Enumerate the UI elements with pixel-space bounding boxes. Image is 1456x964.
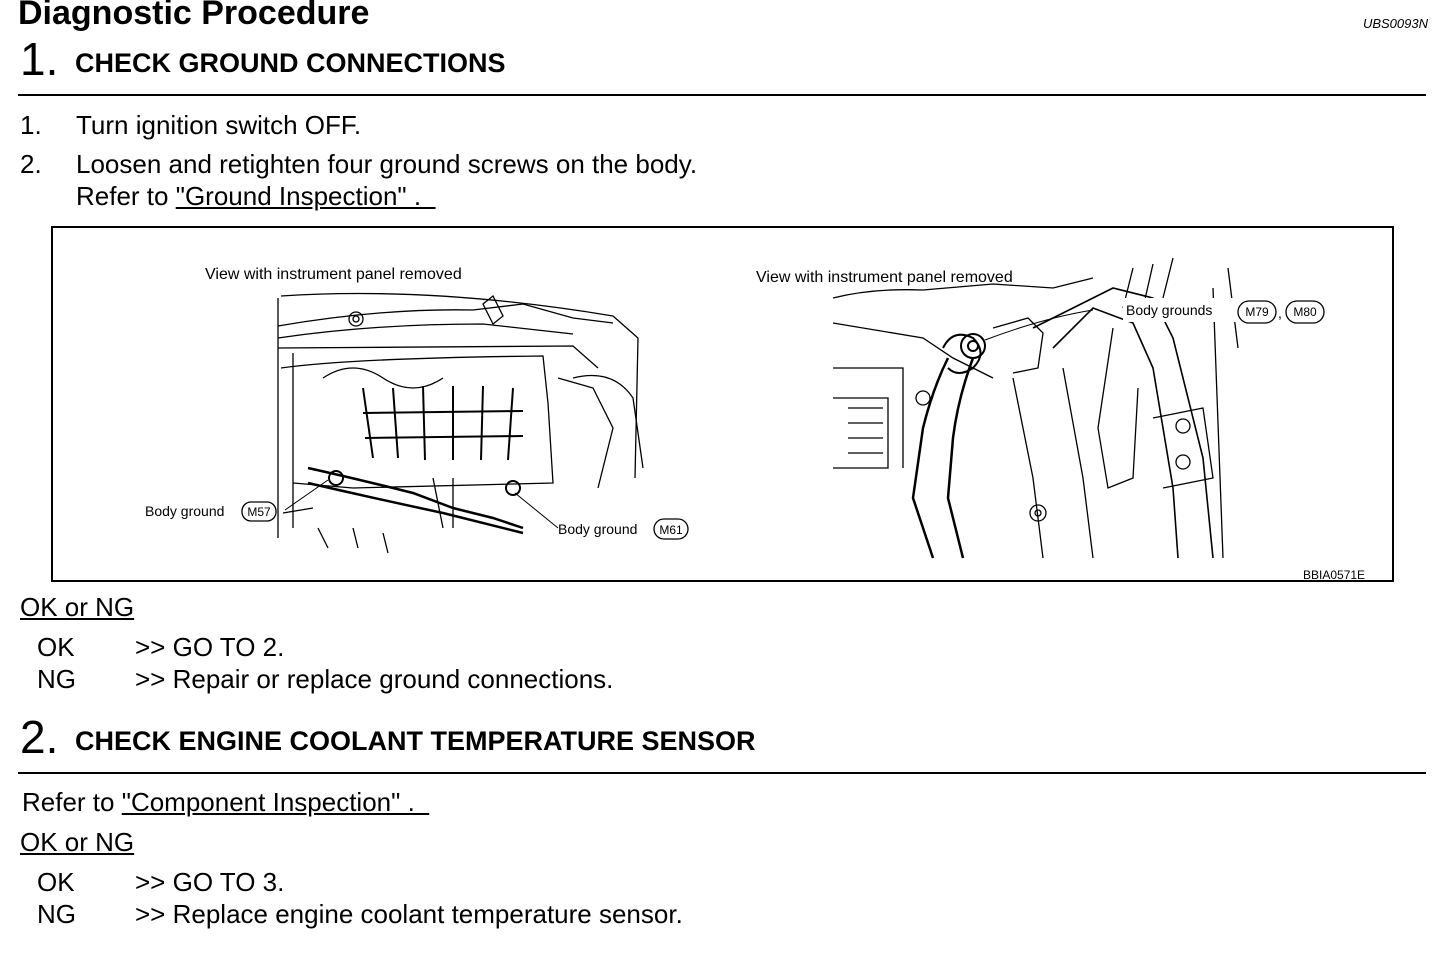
component-inspection-link[interactable]: "Component Inspection" . bbox=[121, 787, 430, 817]
step-2-ok-code: OK bbox=[37, 867, 75, 897]
step-1-title: CHECK GROUND CONNECTIONS bbox=[75, 48, 506, 78]
step-2-number: 2. bbox=[20, 711, 59, 763]
refer-prefix: Refer to bbox=[22, 787, 122, 817]
step-1-number: 1. bbox=[20, 33, 59, 85]
step-2-result-heading: OK or NG bbox=[20, 827, 135, 857]
step-1-item-2-number: 2. bbox=[20, 149, 42, 179]
page-title: Diagnostic Procedure bbox=[18, 0, 370, 32]
ground-location-illustration: View with instrument panel removed View … bbox=[145, 257, 1365, 582]
m57-connector-label: M57 bbox=[247, 505, 271, 519]
step-2-ng-action: >> Replace engine coolant temperature se… bbox=[135, 899, 683, 929]
left-ground-b-label: Body ground bbox=[558, 521, 637, 537]
m57-connector-badge bbox=[241, 501, 277, 522]
step-2-divider bbox=[18, 772, 1426, 774]
m61-connector-badge bbox=[653, 518, 689, 540]
step-1-refer: Refer to "Ground Inspection" . bbox=[76, 181, 436, 212]
step-1-item-2-text: Loosen and retighten four ground screws … bbox=[76, 149, 698, 179]
left-ground-a-label: Body ground bbox=[145, 503, 224, 519]
left-dash-outline bbox=[280, 292, 639, 479]
step-1-ng-code: NG bbox=[37, 664, 76, 694]
step-1-ok-action: >> GO TO 2. bbox=[135, 632, 285, 662]
step-2-ok-action: >> GO TO 3. bbox=[135, 867, 285, 897]
step-2-ng-code: NG bbox=[37, 899, 76, 929]
right-view-caption: View with instrument panel removed bbox=[756, 269, 1013, 286]
refer-prefix: Refer to bbox=[76, 181, 176, 211]
left-ground-b-leader bbox=[514, 492, 559, 529]
step-2-title: CHECK ENGINE COOLANT TEMPERATURE SENSOR bbox=[75, 726, 756, 756]
ground-location-figure: View with instrument panel removed View … bbox=[51, 226, 1394, 582]
connector-separator: , bbox=[1278, 305, 1282, 321]
figure-code: BBIA0571E bbox=[1303, 568, 1365, 582]
step-1-result-heading: OK or NG bbox=[20, 592, 135, 622]
m79-connector-label: M79 bbox=[1245, 305, 1269, 319]
step-1-item-1-number: 1. bbox=[20, 110, 42, 140]
m80-connector-label: M80 bbox=[1293, 305, 1317, 319]
m79-connector-badge bbox=[1237, 300, 1277, 324]
document-id: UBS0093N bbox=[1362, 16, 1428, 31]
step-1-item-1-text: Turn ignition switch OFF. bbox=[76, 110, 362, 140]
step-1-ok-code: OK bbox=[37, 632, 75, 662]
m61-connector-label: M61 bbox=[659, 523, 683, 537]
m80-connector-badge bbox=[1285, 300, 1325, 324]
left-view-caption: View with instrument panel removed bbox=[205, 266, 462, 283]
left-ground-a-leader bbox=[284, 479, 329, 511]
step-1-ng-action: >> Repair or replace ground connections. bbox=[135, 664, 614, 694]
step-1-divider bbox=[18, 94, 1426, 96]
right-ground-label: Body grounds bbox=[1126, 302, 1212, 318]
step-2-refer: Refer to "Component Inspection" . bbox=[22, 787, 429, 818]
right-ground-leader bbox=[984, 309, 1094, 341]
ground-inspection-link[interactable]: "Ground Inspection" . bbox=[175, 181, 436, 211]
